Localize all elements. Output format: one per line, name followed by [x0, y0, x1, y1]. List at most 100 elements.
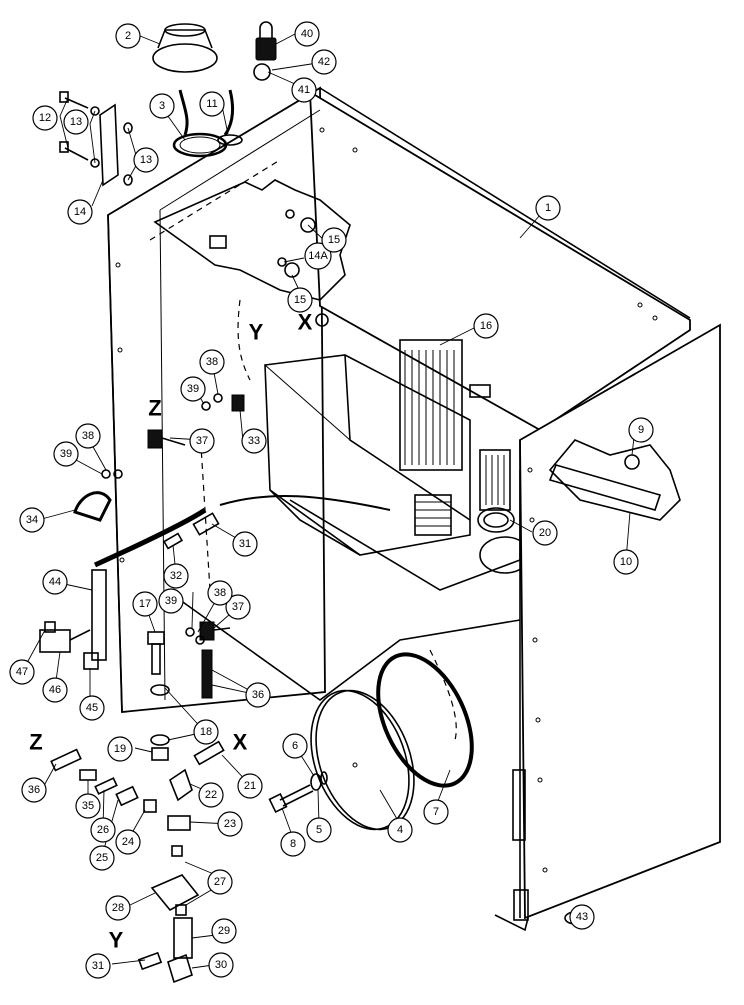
callout-c26: 26: [90, 817, 116, 843]
callout-c12: 12: [32, 105, 58, 131]
callout-circle: [9, 659, 35, 685]
callout-label: 10: [620, 556, 632, 568]
callout-c15b: 15: [287, 287, 313, 313]
callout-c35: 35: [75, 793, 101, 819]
sleeve-36: [50, 649, 213, 772]
callout-circle: [304, 242, 332, 270]
callout-label: 21: [244, 780, 256, 792]
padlock: [255, 21, 277, 61]
callout-circle: [217, 811, 243, 837]
callout-circle: [613, 549, 639, 575]
callout-label: 11: [206, 98, 217, 110]
callout-label: 12: [39, 112, 51, 124]
callout-label: 15: [328, 234, 340, 246]
callout-c37b: 37: [225, 594, 251, 620]
callout-circle: [75, 793, 101, 819]
callout-label: 29: [218, 925, 230, 937]
ref-letter-x-bottom: X: [233, 730, 248, 755]
callout-label: 33: [248, 435, 260, 447]
callout-circle: [42, 677, 68, 703]
cover-plate: [310, 689, 415, 831]
callout-label: 9: [638, 424, 644, 436]
callout-label: 34: [26, 514, 38, 526]
ref-letter-z-bottom: Z: [29, 730, 42, 755]
callout-c28: 28: [105, 895, 131, 921]
callout-label: 38: [206, 356, 218, 368]
callout-circle: [132, 591, 158, 617]
callout-label: 15: [294, 294, 306, 306]
callout-c38c: 38: [207, 580, 233, 606]
callout-circle: [245, 682, 271, 708]
callout-label: 39: [165, 595, 177, 607]
callout-circle: [193, 719, 219, 745]
callout-label: 36: [28, 784, 40, 796]
callout-c23: 23: [217, 811, 243, 837]
callout-label: 7: [433, 806, 439, 818]
callout-circle: [423, 799, 449, 825]
callout-circle: [211, 918, 237, 944]
callout-label: 4: [397, 824, 403, 836]
callout-c6: 6: [282, 733, 308, 759]
callout-circle: [75, 423, 101, 449]
callout-circle: [532, 520, 558, 546]
callout-c22: 22: [198, 782, 224, 808]
callout-label: 26: [97, 824, 109, 836]
callout-c19: 19: [107, 736, 133, 762]
ref-letter-z-top: Z: [148, 396, 161, 421]
callout-c39b: 39: [53, 441, 79, 467]
callout-label: 18: [200, 726, 212, 738]
callout-c17: 17: [132, 591, 158, 617]
chain-clip: [253, 63, 271, 81]
callout-label: 47: [16, 666, 28, 678]
callout-c14a: 14A: [304, 242, 332, 270]
callout-label: 22: [205, 789, 217, 801]
callout-circle: [241, 428, 267, 454]
callout-c30: 30: [208, 952, 234, 978]
callout-c44: 44: [42, 569, 68, 595]
callout-label: 31: [92, 960, 104, 972]
callout-circle: [294, 21, 320, 47]
callout-c27: 27: [207, 869, 233, 895]
callout-c8: 8: [280, 831, 306, 857]
callout-c18: 18: [193, 719, 219, 745]
callout-circle: [63, 109, 89, 135]
callout-label: 30: [215, 959, 227, 971]
callout-circle: [85, 953, 111, 979]
callout-label: 25: [96, 852, 108, 864]
callout-label: 13: [70, 116, 82, 128]
callout-label: 20: [539, 527, 551, 539]
ref-letter-y-bottom: Y: [109, 928, 124, 953]
gasket: [376, 652, 474, 788]
callout-c43: 43: [569, 904, 595, 930]
callout-label: 14: [74, 206, 86, 218]
callout-c13b: 13: [133, 147, 159, 173]
leader-lines: [21, 33, 636, 969]
callout-label: 1: [545, 202, 551, 214]
callout-circle: [107, 736, 133, 762]
callout-c2: 2: [115, 23, 141, 49]
washers-38-39: [101, 393, 223, 645]
callout-c32: 32: [163, 563, 189, 589]
callout-c3: 3: [149, 93, 175, 119]
callout-c7: 7: [423, 799, 449, 825]
cover-bolt: [268, 771, 328, 813]
filler-cap: [152, 23, 218, 73]
callout-label: 44: [49, 576, 61, 588]
clamps: [147, 394, 245, 641]
pipe-nipple: [91, 569, 107, 661]
callout-circle: [473, 313, 499, 339]
fittings-31-32: [162, 512, 220, 550]
strap-clamp: [73, 491, 112, 522]
callout-label: 19: [114, 743, 126, 755]
tank-body: [107, 86, 691, 713]
callout-circle: [105, 895, 131, 921]
callout-label: 45: [86, 702, 98, 714]
callout-c31a: 31: [232, 531, 258, 557]
callout-circle: [90, 817, 116, 843]
callout-circle: [79, 695, 105, 721]
callout-label: 39: [187, 383, 199, 395]
callout-circle: [287, 287, 313, 313]
nuts-15: [277, 209, 329, 327]
